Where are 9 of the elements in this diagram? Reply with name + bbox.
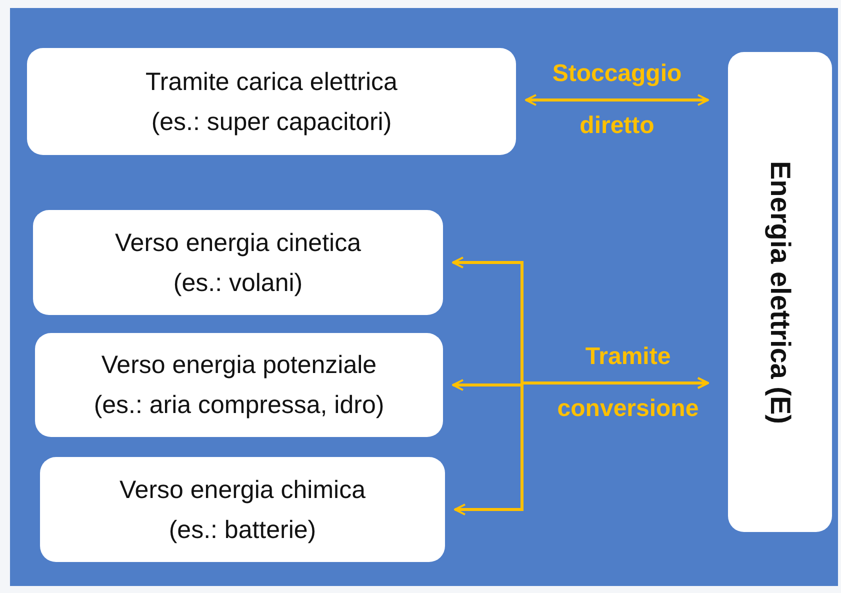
storage-box: Verso energia cinetica (es.: volani): [33, 210, 443, 315]
edge-label: Stoccaggio diretto: [551, 59, 683, 141]
connector-arrow: [454, 377, 709, 516]
target-box: Energia elettrica (E): [728, 52, 832, 532]
storage-box: Verso energia potenziale (es.: aria compressa, idro): [35, 333, 443, 437]
connector-arrow: [525, 94, 709, 106]
edge-label: Tramite conversione: [556, 342, 700, 424]
storage-box: Verso energia chimica (es.: batterie): [40, 457, 445, 562]
storage-box: Tramite carica elettrica (es.: super capacitori): [27, 48, 516, 155]
